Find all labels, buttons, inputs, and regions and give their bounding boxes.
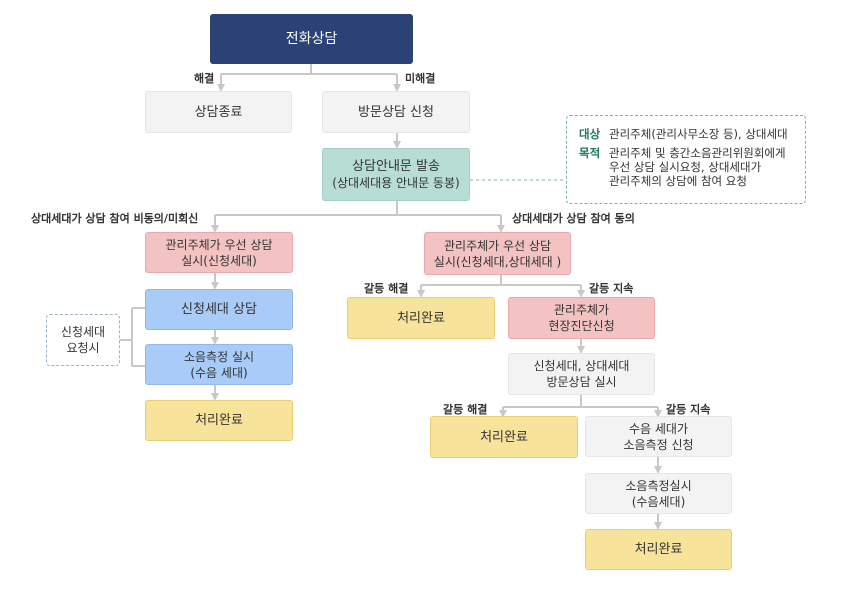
visit-both-label-1: 신청세대, 상대세대 (533, 359, 630, 373)
resolved-label: 해결 (194, 72, 215, 85)
info-purpose-tag: 목적 (579, 146, 601, 160)
side-note-box: 신청세대 요청시 (46, 314, 120, 366)
info-purpose-row: 목적 관리주체 및 층간소음관리위원회에게 우선 상담 실시요청, 상대세대가 … (579, 146, 805, 188)
info-purpose-line-2: 우선 상담 실시요청, 상대세대가 (609, 160, 762, 174)
final-done-label: 처리완료 (634, 542, 683, 557)
measure2-label-2: (수음세대) (631, 494, 686, 509)
conflict-continue-label-1: 갈등 지속 (589, 282, 634, 295)
info-purpose-text: 관리주체 및 층간소음관리위원회에게 우선 상담 실시요청, 상대세대가 관리주… (609, 146, 786, 188)
right-done-node-1: 처리완료 (347, 297, 495, 339)
notice-label-1: 상담안내문 발송 (352, 159, 440, 174)
measure2-node: 소음측정실시 (수음세대) (585, 473, 732, 514)
visit-both-label-2: 방문상담 실시 (546, 375, 617, 389)
left-measure-label-1: 소음측정 실시 (183, 349, 255, 364)
notice-node: 상담안내문 발송 (상대세대용 안내문 동봉) (322, 148, 470, 201)
left-mgmt-label-1: 관리주체가 우선 상담 (165, 237, 273, 252)
conflict-resolved-label-1: 갈등 해결 (364, 282, 409, 295)
unresolved-label: 미해결 (405, 72, 436, 85)
info-box: 대상 관리주체(관리사무소장 등), 상대세대 목적 관리주체 및 층간소음관리… (566, 115, 806, 204)
phone-consult-label: 전화상담 (285, 30, 338, 47)
info-purpose-line-3: 관리주체의 상담에 참여 요청 (609, 174, 747, 188)
right-mgmt-label-1: 관리주체가 우선 상담 (444, 238, 551, 253)
visit-request-label: 방문상담 신청 (358, 104, 434, 120)
receiver-request-node: 수음 세대가 소음측정 신청 (585, 416, 732, 457)
left-consult-label: 신청세대 상담 (181, 302, 257, 317)
left-done-node: 처리완료 (145, 400, 293, 441)
right-done-node-2: 처리완료 (430, 416, 578, 458)
measure2-label-1: 소음측정실시 (625, 478, 692, 493)
left-mgmt-label-2: 실시(신청세대) (181, 253, 257, 268)
left-mgmt-node: 관리주체가 우선 상담 실시(신청세대) (145, 232, 293, 273)
side-note-line-2: 요청시 (66, 341, 100, 355)
right-done-label-1: 처리완료 (397, 310, 445, 326)
diag-label-1: 관리주체가 (553, 303, 610, 317)
right-mgmt-node: 관리주체가 우선 상담 실시(신청세대,상대세대 ) (424, 232, 571, 275)
end-consult-label: 상담종료 (194, 104, 243, 120)
left-done-label: 처리완료 (195, 413, 243, 428)
conflict-resolved-label-2: 갈등 해결 (443, 403, 488, 416)
info-target-text: 관리주체(관리사무소장 등), 상대세대 (609, 127, 788, 141)
right-done-label-2: 처리완료 (480, 429, 528, 445)
visit-request-node: 방문상담 신청 (322, 91, 470, 133)
final-done-node: 처리완료 (585, 529, 732, 570)
diag-node: 관리주체가 현장진단신청 (508, 297, 655, 339)
receiver-request-label-1: 수음 세대가 (628, 421, 688, 436)
left-measure-node: 소음측정 실시 (수음 세대) (145, 344, 293, 385)
notice-label-2: (상대세대용 안내문 동봉) (332, 176, 460, 190)
info-purpose-line-1: 관리주체 및 층간소음관리위원회에게 (609, 146, 786, 160)
end-consult-node: 상담종료 (145, 91, 292, 133)
agree-label: 상대세대가 상담 참여 동의 (512, 212, 635, 225)
diag-label-2: 현장진단신청 (548, 319, 615, 333)
visit-both-node: 신청세대, 상대세대 방문상담 실시 (508, 353, 655, 395)
info-target-row: 대상 관리주체(관리사무소장 등), 상대세대 (579, 127, 805, 141)
side-note-line-1: 신청세대 (60, 325, 106, 339)
left-measure-label-2: (수음 세대) (190, 365, 248, 380)
info-target-tag: 대상 (579, 127, 601, 141)
receiver-request-label-2: 소음측정 신청 (623, 437, 694, 452)
right-mgmt-label-2: 실시(신청세대,상대세대 ) (433, 254, 562, 269)
not-agree-label: 상대세대가 상담 참여 비동의/미회신 (31, 212, 199, 225)
phone-consult-node: 전화상담 (210, 14, 413, 64)
left-consult-node: 신청세대 상담 (145, 289, 293, 330)
conflict-continue-label-2: 갈등 지속 (666, 403, 711, 416)
